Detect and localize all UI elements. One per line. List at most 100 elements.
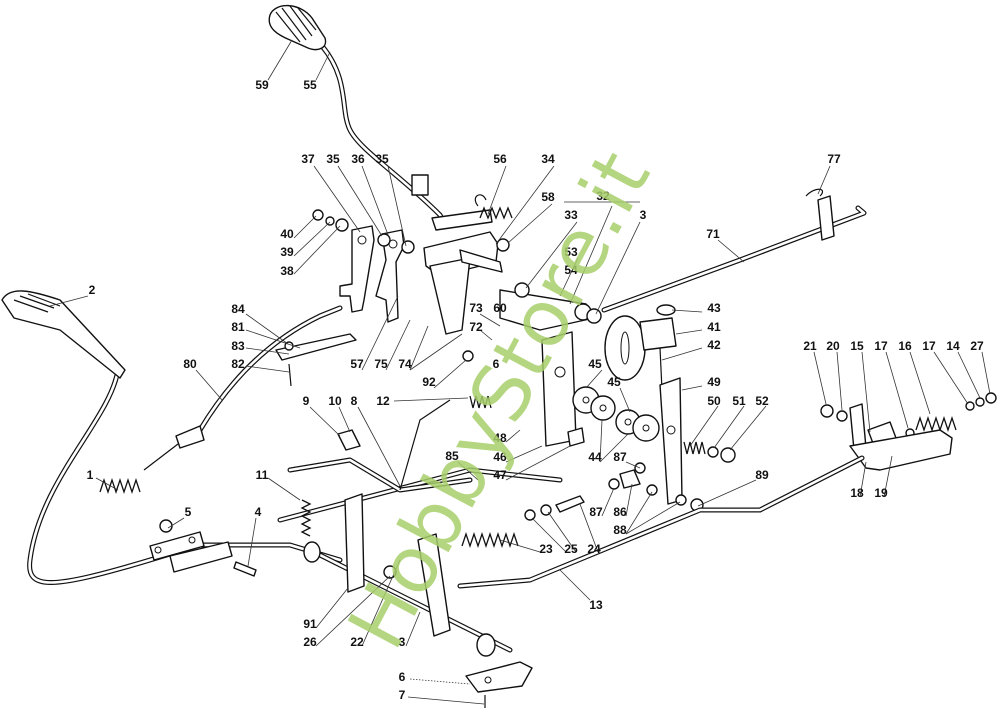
callout-75[interactable]: 75 <box>374 357 388 371</box>
callout-55[interactable]: 55 <box>303 78 317 92</box>
callout-36[interactable]: 36 <box>351 152 365 166</box>
callout-40[interactable]: 40 <box>280 227 294 241</box>
callout-77[interactable]: 77 <box>827 152 841 166</box>
leader-line <box>675 329 703 335</box>
washers-35-38-39-40 <box>312 209 415 254</box>
callout-46[interactable]: 46 <box>493 450 507 464</box>
callout-48[interactable]: 48 <box>493 431 507 445</box>
callout-23[interactable]: 23 <box>539 542 553 556</box>
callout-16[interactable]: 16 <box>898 339 912 353</box>
callout-17[interactable]: 17 <box>874 339 888 353</box>
callout-45[interactable]: 45 <box>588 357 602 371</box>
callout-53[interactable]: 53 <box>564 245 578 259</box>
callout-4[interactable]: 4 <box>254 505 262 519</box>
callout-45[interactable]: 45 <box>607 375 621 389</box>
callout-58[interactable]: 58 <box>541 190 555 204</box>
leader-line <box>49 295 89 307</box>
callout-26[interactable]: 26 <box>303 635 317 649</box>
callout-18[interactable]: 18 <box>850 486 864 500</box>
callout-6x[interactable]: 6 <box>492 357 500 371</box>
callout-88[interactable]: 88 <box>613 523 627 537</box>
callout-17[interactable]: 17 <box>922 339 936 353</box>
callout-38[interactable]: 38 <box>280 264 294 278</box>
leader-line <box>315 587 349 629</box>
callout-59[interactable]: 59 <box>255 78 269 92</box>
callout-11[interactable]: 11 <box>255 468 269 482</box>
callout-8[interactable]: 8 <box>350 394 358 408</box>
leader-line <box>729 405 767 451</box>
leader-line <box>559 569 591 601</box>
callout-84[interactable]: 84 <box>231 302 245 316</box>
callout-85[interactable]: 85 <box>445 449 459 463</box>
callout-52[interactable]: 52 <box>755 394 769 408</box>
leader-line <box>393 397 469 402</box>
leader-line <box>817 165 831 195</box>
callout-71[interactable]: 71 <box>706 227 720 241</box>
callout-39[interactable]: 39 <box>280 245 294 259</box>
callout-86[interactable]: 86 <box>613 505 627 519</box>
callout-13[interactable]: 13 <box>589 598 603 612</box>
callout-87[interactable]: 87 <box>613 450 627 464</box>
callout-7[interactable]: 7 <box>398 688 406 702</box>
leader-line <box>167 517 185 529</box>
callout-35[interactable]: 35 <box>375 152 389 166</box>
callout-34[interactable]: 34 <box>541 152 555 166</box>
callout-3[interactable]: 3 <box>398 635 406 649</box>
callout-35[interactable]: 35 <box>326 152 340 166</box>
leader-line <box>405 611 421 647</box>
callout-83[interactable]: 83 <box>231 339 245 353</box>
callout-9[interactable]: 9 <box>302 394 310 408</box>
callout-54[interactable]: 54 <box>564 263 578 277</box>
callout-44[interactable]: 44 <box>588 450 602 464</box>
callout-56[interactable]: 56 <box>493 152 507 166</box>
callout-15[interactable]: 15 <box>850 339 864 353</box>
callout-20[interactable]: 20 <box>826 339 840 353</box>
leader-line <box>385 319 411 371</box>
callout-5[interactable]: 5 <box>184 505 192 519</box>
callout-14[interactable]: 14 <box>946 339 960 353</box>
callout-32[interactable]: 32 <box>596 189 610 203</box>
callout-2[interactable]: 2 <box>88 283 96 297</box>
callout-25[interactable]: 25 <box>564 542 578 556</box>
callout-81[interactable]: 81 <box>231 320 245 334</box>
callout-47[interactable]: 47 <box>493 468 507 482</box>
callout-72[interactable]: 72 <box>469 320 483 334</box>
leader-line <box>313 165 361 233</box>
callout-87[interactable]: 87 <box>589 505 603 519</box>
callout-74[interactable]: 74 <box>398 357 412 371</box>
bracket-plate-37 <box>339 225 375 313</box>
callout-43[interactable]: 43 <box>707 301 721 315</box>
callout-27[interactable]: 27 <box>970 339 984 353</box>
callout-60[interactable]: 60 <box>493 301 507 315</box>
callout-19[interactable]: 19 <box>874 486 888 500</box>
callout-33[interactable]: 33 <box>564 208 578 222</box>
callout-80[interactable]: 80 <box>183 357 197 371</box>
callout-21[interactable]: 21 <box>803 339 817 353</box>
leader-line <box>309 406 341 437</box>
leader-line <box>245 329 301 349</box>
leader-line <box>599 419 603 463</box>
callout-82[interactable]: 82 <box>231 357 245 371</box>
callout-12[interactable]: 12 <box>376 394 390 408</box>
callout-10[interactable]: 10 <box>328 394 342 408</box>
callout-42[interactable]: 42 <box>707 338 721 352</box>
callout-22[interactable]: 22 <box>350 635 364 649</box>
leader-line <box>689 405 719 447</box>
callout-51[interactable]: 51 <box>732 394 746 408</box>
callout-49[interactable]: 49 <box>707 375 721 389</box>
leader-line <box>697 479 757 507</box>
callout-6[interactable]: 6 <box>398 670 406 684</box>
callout-92[interactable]: 92 <box>422 375 436 389</box>
callout-1[interactable]: 1 <box>86 468 94 482</box>
callout-3x[interactable]: 3 <box>639 208 647 222</box>
callout-73[interactable]: 73 <box>469 301 483 315</box>
callout-50[interactable]: 50 <box>707 394 721 408</box>
callout-91[interactable]: 91 <box>303 617 317 631</box>
callout-24[interactable]: 24 <box>587 542 601 556</box>
callout-37[interactable]: 37 <box>301 152 315 166</box>
callout-89[interactable]: 89 <box>755 468 769 482</box>
leader-line <box>933 351 969 405</box>
leader-line <box>836 351 843 411</box>
callout-57[interactable]: 57 <box>350 357 364 371</box>
callout-41[interactable]: 41 <box>707 320 721 334</box>
